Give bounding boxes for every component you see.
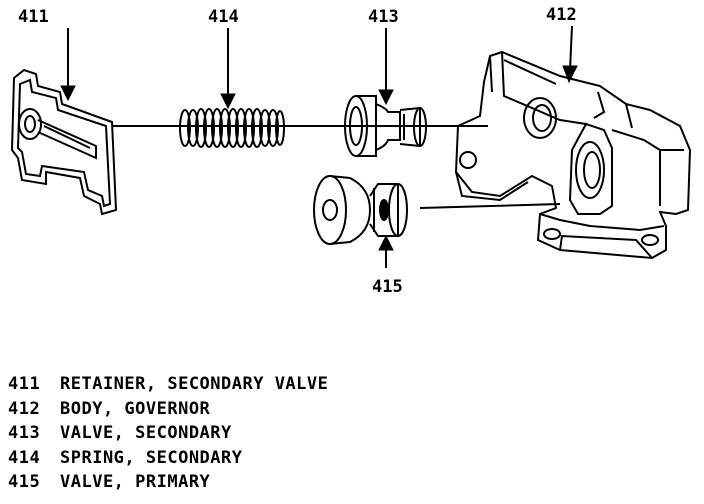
parts-legend: 411 RETAINER, SECONDARY VALVE 412 BODY, GO… xyxy=(8,372,328,495)
leader-arrow-411 xyxy=(60,28,76,102)
legend-text: BODY, GOVERNOR xyxy=(60,398,211,419)
leader-arrow-412 xyxy=(562,25,578,84)
valve-secondary-part xyxy=(344,95,427,157)
legend-text: RETAINER, SECONDARY VALVE xyxy=(60,374,329,394)
callout-414: 414 xyxy=(208,7,239,27)
leader-arrow-413 xyxy=(378,28,394,106)
spring-secondary-part xyxy=(179,108,285,148)
leader-arrow-414 xyxy=(220,28,236,110)
exploded-view-diagram: 411 414 413 412 415 xyxy=(10,5,692,297)
callout-412: 412 xyxy=(546,5,577,25)
legend-text: VALVE, PRIMARY xyxy=(60,472,211,492)
axis-line-lower xyxy=(419,203,561,209)
legend-number: 411 xyxy=(8,374,41,394)
leader-arrow-415 xyxy=(378,234,394,268)
legend-item: 412 BODY, GOVERNOR xyxy=(8,397,328,422)
body-governor-part xyxy=(454,50,692,260)
legend-item: 413 VALVE, SECONDARY xyxy=(8,421,328,446)
legend-number: 415 xyxy=(8,472,41,492)
legend-text: VALVE, SECONDARY xyxy=(60,423,232,443)
legend-number: 412 xyxy=(8,398,41,419)
callout-411: 411 xyxy=(18,7,49,27)
legend-number: 414 xyxy=(8,447,41,468)
callout-413: 413 xyxy=(368,7,399,27)
legend-item: 411 RETAINER, SECONDARY VALVE xyxy=(8,372,328,397)
legend-number: 413 xyxy=(8,423,41,443)
valve-primary-part xyxy=(313,175,408,245)
legend-item: 414 SPRING, SECONDARY xyxy=(8,446,328,471)
legend-text: SPRING, SECONDARY xyxy=(60,447,243,468)
legend-item: 415 VALVE, PRIMARY xyxy=(8,470,328,495)
retainer-secondary-valve-part xyxy=(10,68,118,216)
callout-415: 415 xyxy=(372,277,403,297)
